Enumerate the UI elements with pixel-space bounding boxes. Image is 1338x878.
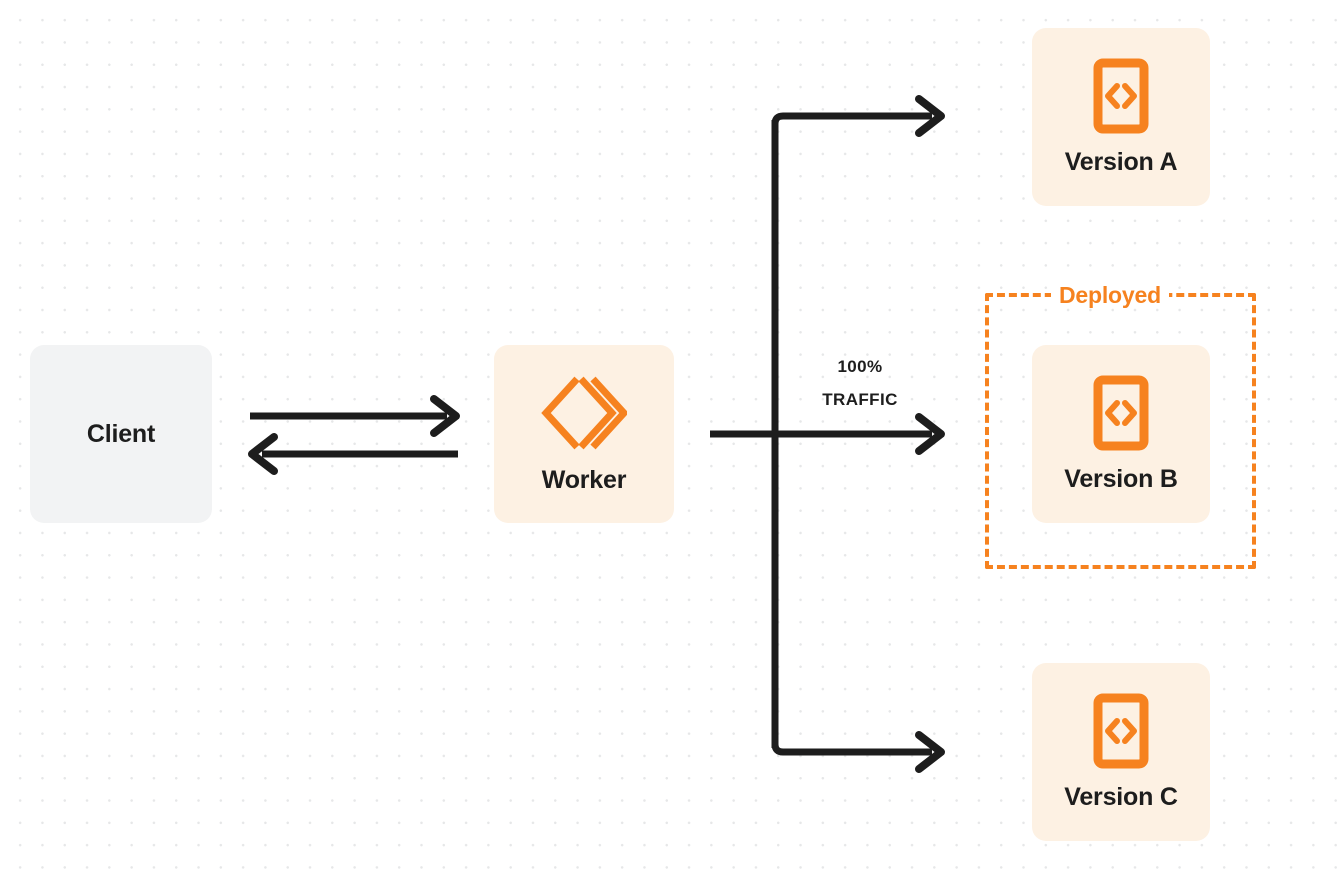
node-version-a[interactable]: Version A (1032, 28, 1210, 206)
traffic-label: 100% TRAFFIC (790, 350, 930, 416)
node-worker-label: Worker (541, 465, 627, 494)
edge-worker-to-client (248, 433, 458, 475)
edge-to-version-a (771, 95, 945, 137)
edge-client-to-worker (250, 395, 460, 437)
deployed-group-label: Deployed (1051, 284, 1169, 307)
node-version-b-label: Version B (1064, 464, 1178, 493)
node-version-a-label: Version A (1064, 147, 1178, 176)
edge-to-version-c (771, 731, 945, 773)
node-version-b[interactable]: Version B (1032, 345, 1210, 523)
code-file-icon (1093, 375, 1149, 451)
node-worker[interactable]: Worker (494, 345, 674, 523)
edge-worker-traffic-trunk (710, 413, 945, 455)
traffic-word: TRAFFIC (822, 390, 898, 409)
code-file-icon (1093, 58, 1149, 134)
code-file-icon (1093, 693, 1149, 769)
node-client[interactable]: Client (30, 345, 212, 523)
node-client-label: Client (86, 419, 156, 448)
node-version-c-label: Version C (1064, 782, 1178, 811)
traffic-percent: 100% (837, 357, 883, 376)
node-version-c[interactable]: Version C (1032, 663, 1210, 841)
cloudflare-workers-logo-icon (541, 374, 629, 452)
